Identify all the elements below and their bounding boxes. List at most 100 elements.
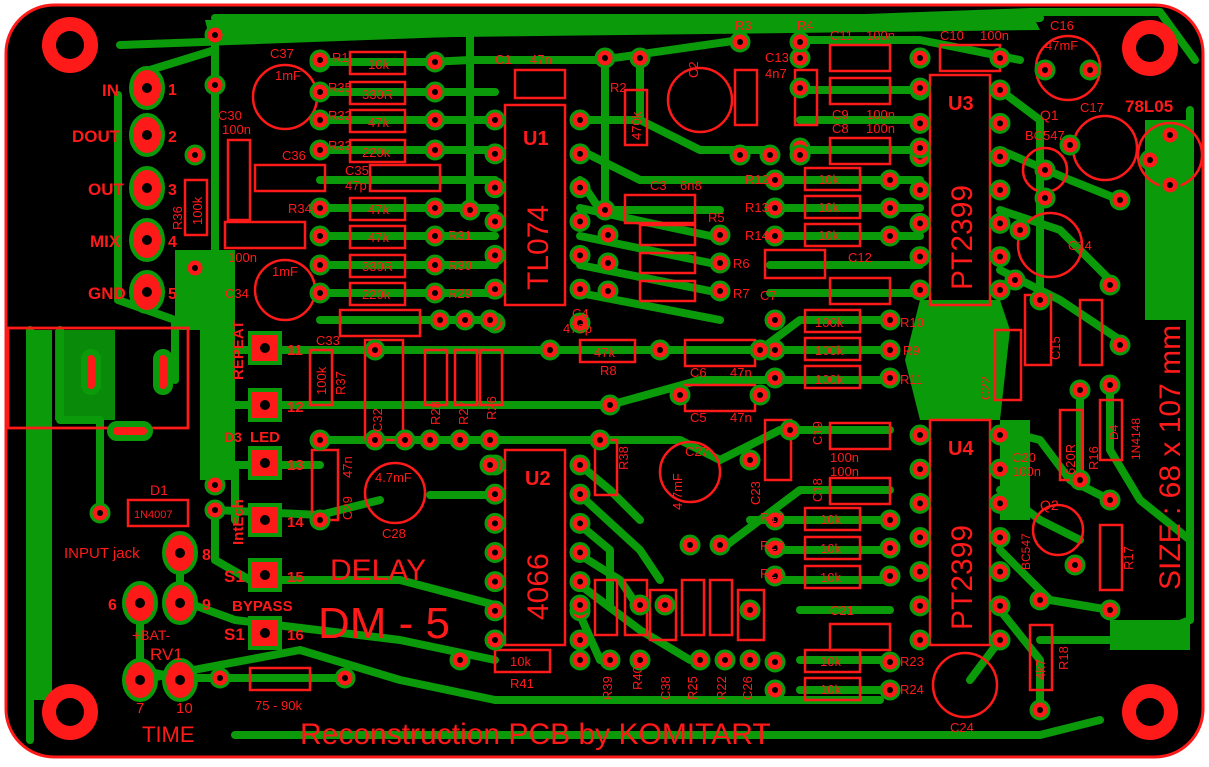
r37-label: R37: [333, 371, 348, 395]
pad-hole: [317, 262, 323, 268]
pad-hole: [887, 177, 893, 183]
pad-hole: [1012, 277, 1018, 283]
r35-value: 330R: [362, 87, 393, 102]
r11-value: 100k: [815, 372, 844, 387]
pad-hole: [917, 145, 923, 151]
pad-hole: [997, 287, 1003, 293]
pad-hole: [997, 153, 1003, 160]
pad-hole: [457, 437, 463, 443]
pad-hole: [1087, 67, 1093, 73]
r9-label: R9: [903, 343, 920, 358]
d4-name: 1N4148: [1129, 418, 1143, 460]
u4-name: PT2399: [946, 525, 979, 630]
pad-hole: [577, 286, 583, 293]
pad-hole: [1107, 497, 1113, 503]
pad-hole: [722, 657, 728, 663]
pad-hole: [372, 437, 378, 443]
pad-hole: [1117, 342, 1123, 348]
r19-label: R19: [760, 510, 784, 525]
pad-hole: [602, 55, 608, 61]
pad-hole: [372, 347, 378, 353]
c34-value: 1mF: [272, 264, 298, 279]
r33-label: R33: [328, 138, 352, 153]
r27-label: R27: [456, 401, 471, 425]
pad-hole: [887, 375, 893, 381]
r30-value: 330R: [362, 259, 393, 274]
pad-hole: [917, 120, 923, 127]
pad-hole: [492, 549, 498, 556]
r18-label: R18: [1056, 646, 1071, 670]
c4-value: 470p: [563, 321, 592, 336]
connector-pads: [248, 331, 282, 650]
pad-hole: [1037, 297, 1043, 303]
pad-hole: [917, 534, 923, 541]
pad-hole: [317, 89, 323, 95]
c29-label: C29: [340, 496, 355, 520]
pad-hole: [317, 57, 323, 63]
u1-name: TL074: [522, 205, 555, 290]
pad-hole: [1147, 157, 1153, 163]
c23-label: C23: [748, 481, 763, 505]
c37-value: 1mF: [275, 68, 301, 83]
r35-label: R35: [328, 80, 352, 95]
pad-hole: [1067, 142, 1073, 148]
c8-value: 100n: [866, 121, 895, 136]
pad-hole: [677, 392, 683, 398]
label-mix: MIX: [90, 232, 121, 251]
pad-hole: [887, 545, 893, 551]
q1-name: BC547: [1025, 128, 1065, 143]
r30-label: R30: [448, 258, 472, 273]
c30-value: 100n: [222, 122, 251, 137]
pad-hole: [317, 233, 323, 239]
pad-hole: [797, 39, 803, 45]
c16-value: 47mF: [1045, 38, 1078, 53]
c13-label: C13: [765, 50, 789, 65]
pad-hole: [487, 462, 493, 468]
r31-label: R31: [448, 228, 472, 243]
pad-hole: [602, 207, 608, 213]
pad-hole: [212, 82, 218, 88]
u4-label: U4: [948, 438, 974, 460]
pad-hole: [917, 85, 923, 91]
pad-hole: [997, 637, 1003, 643]
pad-hole: [212, 507, 218, 513]
pad-hole: [437, 317, 443, 323]
r36-value: 100k: [190, 196, 205, 225]
pad-hole: [467, 207, 473, 213]
r32-value: 47k: [368, 115, 389, 130]
pad-hole: [577, 602, 583, 608]
pin-13: 13: [287, 457, 304, 474]
r9-value: 100k: [815, 343, 844, 358]
mounting-holes: [42, 17, 1178, 740]
pad-hole: [577, 549, 583, 556]
c27-value: 4.7mF: [670, 473, 685, 510]
c37-label: C37: [270, 46, 294, 61]
pad-hole: [997, 220, 1003, 227]
pad-hole: [432, 262, 438, 268]
r8-label: R8: [600, 363, 617, 378]
r16-value: 620R: [1063, 444, 1078, 475]
r2-value: 470k: [629, 111, 644, 140]
r40-label: R40: [630, 666, 645, 690]
copper-pours: [30, 20, 1190, 700]
pad-hole: [432, 290, 438, 296]
pad-hole: [605, 288, 611, 294]
r13-value: 10k: [818, 200, 839, 215]
pad-hole: [997, 602, 1003, 609]
c15-label: C15: [1048, 336, 1063, 360]
pad-hole: [492, 252, 498, 259]
pad-hole: [917, 568, 923, 575]
label-rv1-value: 75 - 90k: [255, 698, 302, 713]
pad-hole: [917, 55, 923, 61]
r25-label: R25: [685, 676, 700, 700]
pad-hole: [917, 432, 923, 438]
pad-hole: [767, 152, 773, 158]
pad-hole: [1117, 197, 1123, 203]
c19-value: 100n: [830, 450, 859, 465]
pin-6: 6: [108, 597, 117, 614]
pad-hole: [577, 150, 583, 157]
label-bypass: BYPASS: [232, 598, 293, 615]
pad-hole: [757, 347, 763, 353]
c32-label: C32: [370, 408, 385, 432]
pad-hole: [787, 427, 793, 433]
